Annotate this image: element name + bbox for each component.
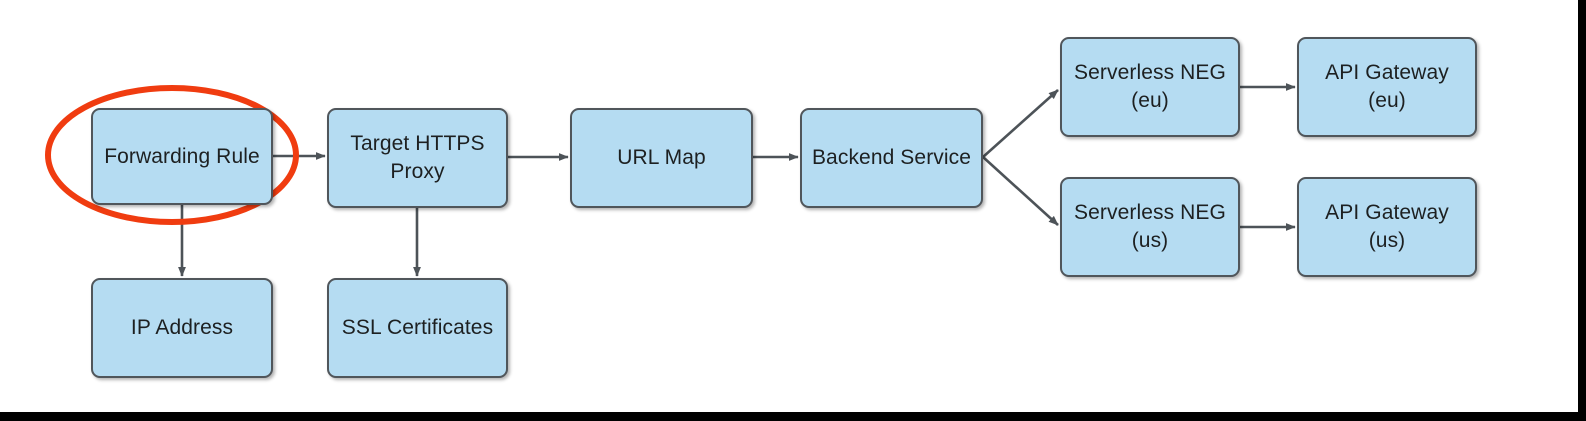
node-api-gateway-eu-label: API Gateway (eu) [1325,61,1449,112]
node-backend-service[interactable]: Backend Service [800,108,983,208]
node-forwarding-rule[interactable]: Forwarding Rule [91,108,273,205]
node-target-https-proxy[interactable]: Target HTTPS Proxy [327,108,508,208]
node-serverless-neg-eu-label: Serverless NEG (eu) [1074,61,1226,112]
node-ssl-certificates[interactable]: SSL Certificates [327,278,508,378]
node-url-map-label: URL Map [617,146,706,170]
node-url-map[interactable]: URL Map [570,108,753,208]
node-api-gateway-eu[interactable]: API Gateway (eu) [1297,37,1477,137]
node-serverless-neg-us-label: Serverless NEG (us) [1074,201,1226,252]
node-serverless-neg-eu[interactable]: Serverless NEG (eu) [1060,37,1240,137]
node-api-gateway-us-label: API Gateway (us) [1325,201,1449,252]
highlight-ellipse-forwarding-rule [45,85,299,225]
node-api-gateway-us[interactable]: API Gateway (us) [1297,177,1477,277]
edge-backend-service-to-serverless-neg-us [982,156,1059,226]
node-backend-service-label: Backend Service [811,146,972,170]
bottom-border-bar [0,412,1586,421]
node-ssl-certificates-label: SSL Certificates [341,316,494,340]
edge-backend-service-to-serverless-neg-eu [982,89,1059,158]
node-forwarding-rule-label: Forwarding Rule [104,144,260,168]
node-target-https-proxy-label: Target HTTPS Proxy [350,132,485,183]
node-serverless-neg-us[interactable]: Serverless NEG (us) [1060,177,1240,277]
right-border-bar [1578,0,1586,421]
node-ip-address-label: IP Address [130,316,234,340]
node-ip-address[interactable]: IP Address [91,278,273,378]
